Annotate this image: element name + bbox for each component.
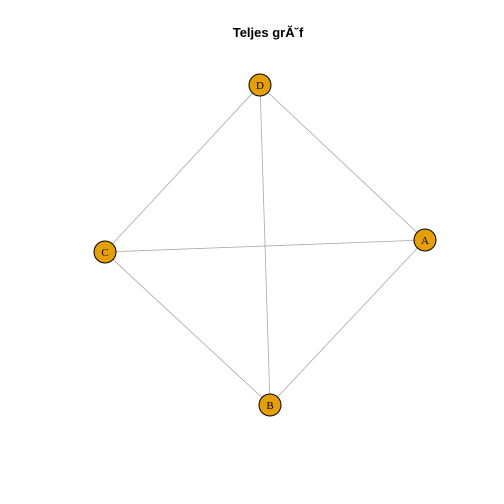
graph-title: Teljes grĂ˘f (233, 25, 304, 40)
node-label-b: B (266, 400, 273, 412)
node-b: B (258, 393, 282, 417)
node-c: C (93, 240, 117, 264)
edge-a-b (269, 239, 426, 406)
edges-layer (104, 84, 426, 406)
edge-c-b (104, 251, 271, 406)
node-label-a: A (421, 235, 429, 247)
nodes-layer: D A C B (93, 73, 437, 417)
edge-d-b (259, 84, 271, 406)
node-circle-d (248, 73, 272, 97)
node-d: D (248, 73, 272, 97)
node-label-d: D (256, 80, 264, 92)
node-circle-c (93, 240, 117, 264)
edge-c-a (104, 239, 426, 253)
edge-d-a (259, 84, 426, 241)
node-a: A (413, 228, 437, 252)
edge-d-c (104, 84, 261, 253)
node-circle-a (413, 228, 437, 252)
node-label-c: C (101, 247, 108, 259)
node-circle-b (258, 393, 282, 417)
